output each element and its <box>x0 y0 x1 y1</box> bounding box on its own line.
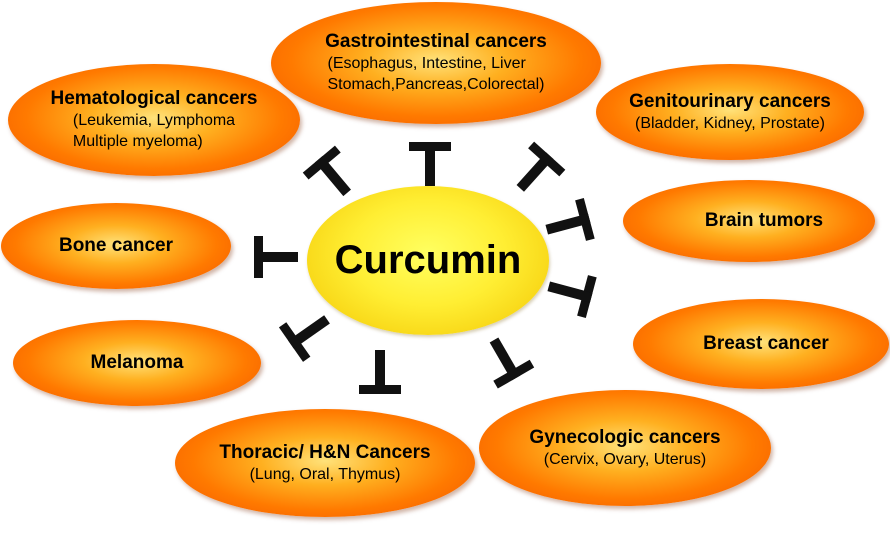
hematological-cancers-title: Hematological cancers <box>50 88 258 109</box>
curcumin-label: Curcumin <box>334 238 522 282</box>
thoracic-hn-cancers-node: Thoracic/ H&N Cancers (Lung, Oral, Thymu… <box>175 409 475 517</box>
brain-tumors-title: Brain tumors <box>704 210 824 231</box>
gynecologic-cancers-detail: (Cervix, Ovary, Uterus) <box>543 450 707 468</box>
gastrointestinal-cancers-detail-line2: Stomach,Pancreas,Colorectal) <box>327 76 545 93</box>
breast-cancer-title: Breast cancer <box>703 333 829 354</box>
genitourinary-cancers-detail: (Bladder, Kidney, Prostate) <box>634 114 826 132</box>
bone-cancer-node: Bone cancer <box>1 203 231 289</box>
bone-cancer-title: Bone cancer <box>58 235 174 256</box>
inhibitor-hematological-icon <box>302 145 363 207</box>
genitourinary-cancers-title: Genitourinary cancers <box>629 90 831 112</box>
gastrointestinal-cancers-node: Gastrointestinal cancers (Esophagus, Int… <box>271 2 601 124</box>
hematological-cancers-detail-line1: (Leukemia, Lymphoma <box>72 112 236 129</box>
gynecologic-cancers-title: Gynecologic cancers <box>529 426 721 448</box>
inhibitor-melanoma-icon <box>278 302 339 362</box>
melanoma-title: Melanoma <box>90 352 184 373</box>
thoracic-hn-cancers-title: Thoracic/ H&N Cancers <box>219 441 431 463</box>
breast-cancer-node: Breast cancer <box>633 299 889 389</box>
gastrointestinal-cancers-title: Gastrointestinal cancers <box>325 31 547 52</box>
brain-tumors-node: Brain tumors <box>623 180 875 262</box>
inhibitor-thoracic-icon <box>359 350 401 394</box>
inhibitor-genitourinary-icon <box>505 141 566 203</box>
inhibitor-brain-icon <box>541 198 595 250</box>
melanoma-node: Melanoma <box>13 320 261 406</box>
gastrointestinal-cancers-detail: (Esophagus, Intestine, Liver Stomach,Pan… <box>328 53 545 95</box>
inhibitor-gynecologic-icon <box>476 329 535 389</box>
thoracic-hn-cancers-detail: (Lung, Oral, Thymus) <box>249 465 401 483</box>
hematological-cancers-detail: (Leukemia, Lymphoma Multiple myeloma) <box>73 110 235 152</box>
inhibitor-bone-icon <box>254 236 298 278</box>
inhibitor-breast-icon <box>543 266 597 318</box>
genitourinary-cancers-node: Genitourinary cancers (Bladder, Kidney, … <box>596 64 864 160</box>
hematological-cancers-node: Hematological cancers (Leukemia, Lymphom… <box>8 64 300 176</box>
inhibitor-gastrointestinal-icon <box>409 142 451 186</box>
hematological-cancers-detail-line2: Multiple myeloma) <box>72 133 203 150</box>
curcumin-node: Curcumin <box>307 186 549 335</box>
gynecologic-cancers-node: Gynecologic cancers (Cervix, Ovary, Uter… <box>479 390 771 506</box>
gastrointestinal-cancers-detail-line1: (Esophagus, Intestine, Liver <box>327 55 526 72</box>
